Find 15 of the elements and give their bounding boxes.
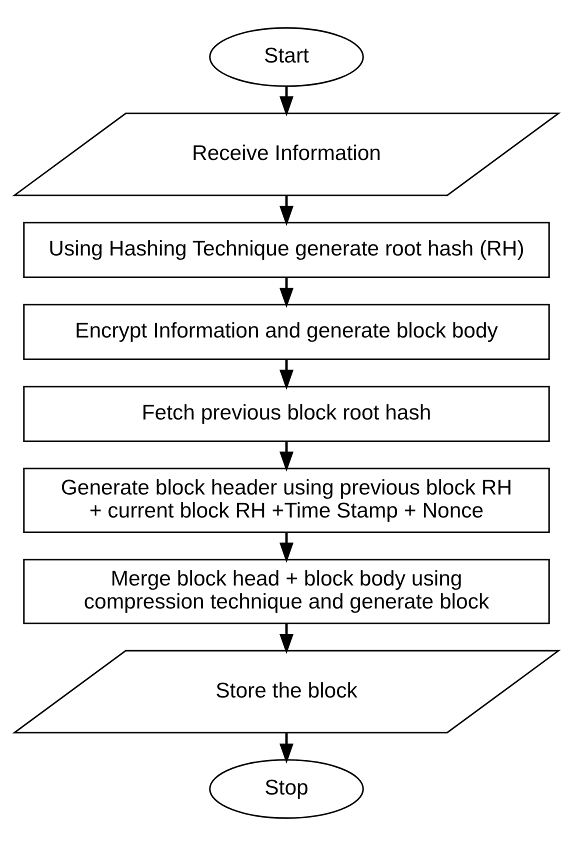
arrow: [279, 86, 294, 116]
node-box: Generate block header using previous block RH + current block RH +Time Stamp + Nonce: [23, 467, 550, 533]
arrow: [279, 195, 294, 226]
node-ellipse: Stop: [209, 758, 364, 818]
arrow: [279, 732, 294, 764]
arrow: [279, 623, 294, 654]
node-box: Encrypt Information and generate block body: [23, 303, 550, 360]
arrow: [279, 358, 294, 390]
arrow: [279, 440, 294, 472]
arrow: [279, 276, 294, 308]
node-box: Merge block head + block body using compression technique and generate block: [23, 558, 550, 624]
node-box: Fetch previous block root hash: [23, 385, 550, 442]
node-box: Using Hashing Technique generate root hash (RH): [23, 221, 550, 278]
arrow: [279, 532, 294, 562]
node-ellipse: Start: [209, 26, 364, 86]
